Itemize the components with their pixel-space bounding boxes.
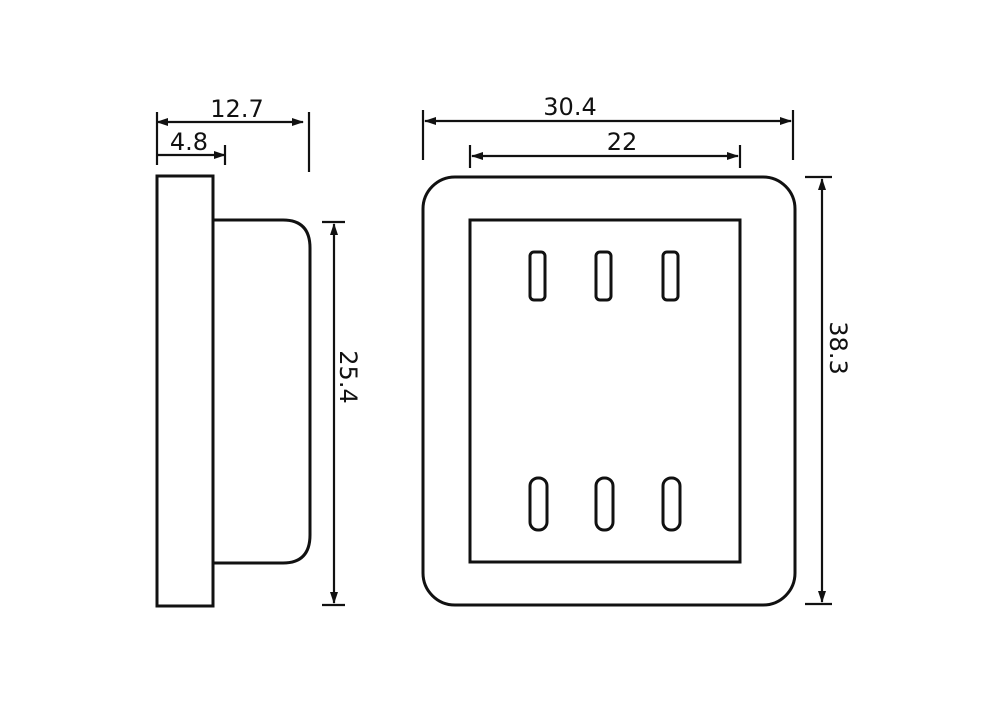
- side-body: [213, 218, 312, 565]
- pin-slot: [528, 476, 549, 532]
- pin-slot: [528, 250, 547, 302]
- side-flange: [155, 174, 215, 608]
- dim-label-38-3: 38.3: [824, 321, 852, 374]
- pin-slot: [661, 476, 682, 532]
- side-view: 12.7 4.8 25.4: [155, 95, 362, 608]
- dim-label-4-8: 4.8: [170, 128, 208, 156]
- dim-label-30-4: 30.4: [543, 93, 596, 121]
- pin-slot: [594, 476, 615, 532]
- dim-label-25-4: 25.4: [334, 350, 362, 403]
- dim-label-12-7: 12.7: [210, 95, 263, 123]
- front-view: 30.4 22 38.3: [421, 93, 852, 607]
- front-outer-frame: [421, 175, 797, 607]
- dim-label-22: 22: [607, 128, 638, 156]
- pin-slot: [594, 250, 613, 302]
- front-inner-panel: [468, 218, 742, 564]
- pin-slot: [661, 250, 680, 302]
